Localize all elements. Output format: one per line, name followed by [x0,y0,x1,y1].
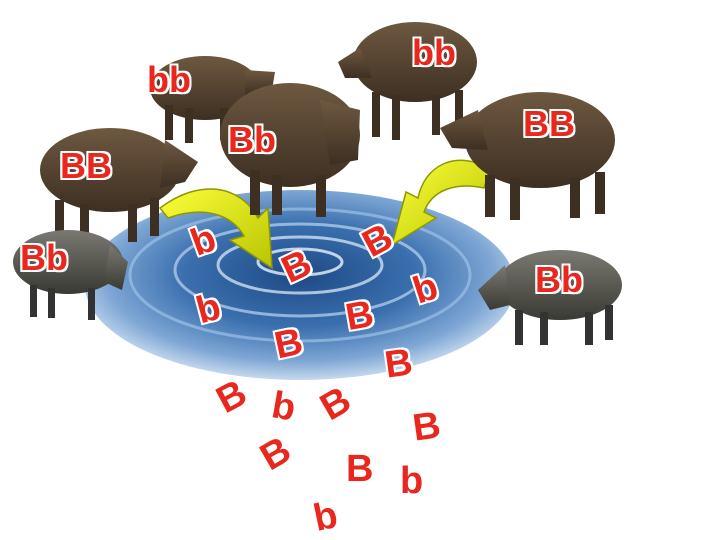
boar-Bb-lower-left [13,230,128,320]
right-contribution-arrow [390,159,491,247]
boar-Bb-lower-right [478,250,622,345]
genotype-label-BB-left: BB [60,145,112,186]
allele: B [382,341,416,387]
genotype-label-Bb-lower-left: Bb [20,237,68,278]
boar-Bb-center [220,83,360,217]
genotype-label-Bb-center: Bb [228,119,276,160]
boar-BB-left [40,128,198,242]
allele: b [400,460,424,502]
genotype-label-BB-right: BB [523,103,575,144]
genotype-label-bb-top-right: bb [412,32,456,73]
gene-pool [85,190,515,380]
genotype-label-Bb-lower-right: Bb [535,259,583,300]
left-contribution-arrow [158,188,273,270]
allele: B [346,448,374,490]
boar-BB-right [440,92,615,220]
boar-bb-top-right [338,22,477,140]
genotype-label-bb-top-left: bb [147,59,191,100]
allele: B [410,404,444,450]
